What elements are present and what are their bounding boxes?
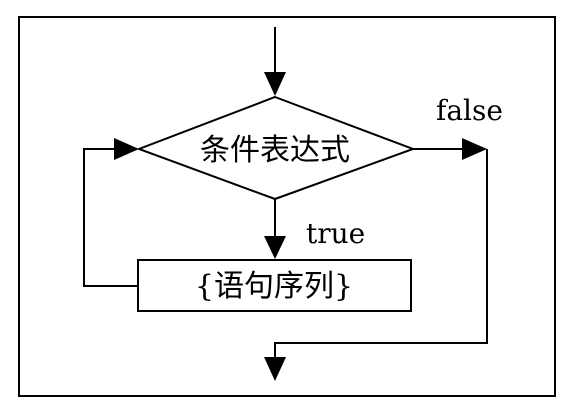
statement-label: {语句序列} <box>195 269 353 304</box>
exit-arrow-head <box>264 357 286 381</box>
condition-label: 条件表达式 <box>200 133 350 168</box>
loop-back-arrow-head <box>114 138 139 160</box>
true-label: true <box>306 217 365 250</box>
true-arrow-head <box>264 236 286 259</box>
outer-frame <box>18 16 556 397</box>
loop-back-line <box>83 148 138 287</box>
false-label: false <box>436 94 503 127</box>
false-arrow-head <box>462 138 487 160</box>
exit-path-line <box>274 149 488 360</box>
statement-box <box>137 259 412 312</box>
entry-arrow-head <box>264 72 286 96</box>
